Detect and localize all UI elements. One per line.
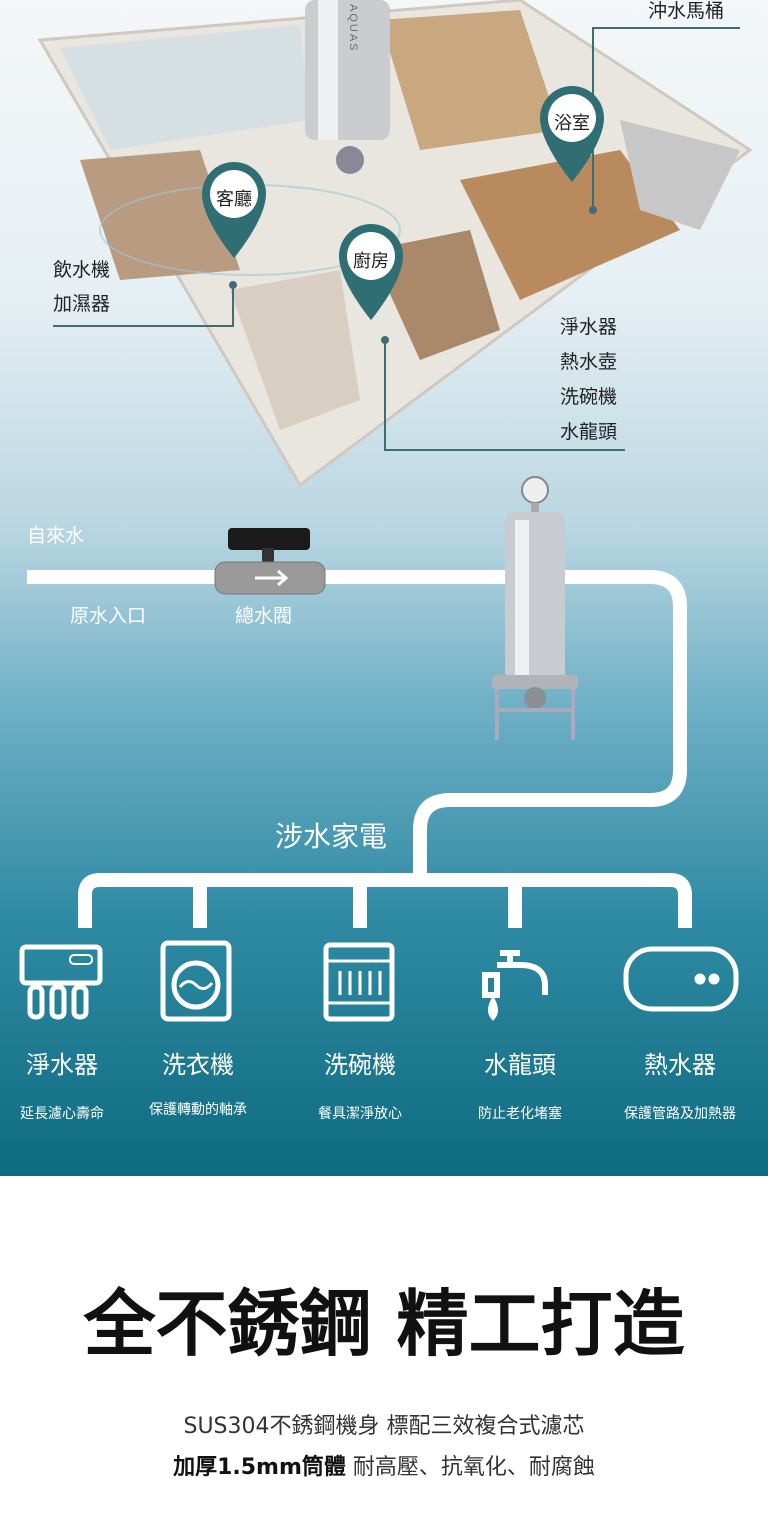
callout-purifier: 淨水器 — [560, 316, 618, 338]
callout-faucet: 水龍頭 — [560, 421, 618, 443]
appliance-name: 淨水器 — [26, 1051, 98, 1079]
pin-bathroom: 浴室 — [538, 84, 606, 184]
water-purifier-icon — [19, 944, 103, 1020]
water-heater-icon — [623, 946, 739, 1012]
faucet-icon — [482, 950, 548, 1021]
appliance-name: 水龍頭 — [484, 1051, 556, 1079]
room-label-kitchen: 廚房 — [353, 251, 389, 272]
pipe-network — [27, 476, 692, 928]
main-valve-icon — [214, 528, 326, 595]
appliance-name: 洗碗機 — [324, 1051, 396, 1079]
callout-humidifier: 加濕器 — [53, 293, 111, 315]
dishwasher-icon — [323, 942, 395, 1022]
spec-line-1: SUS304不銹鋼機身 標配三效複合式濾芯 — [183, 1414, 585, 1439]
pin-living-room: 客廳 — [200, 160, 268, 260]
appliance-benefit: 餐具潔淨放心 — [318, 1106, 402, 1122]
appliances-title: 涉水家電 — [275, 820, 388, 853]
spec-line-2: 加厚1.5mm筒體 耐高壓、抗氧化、耐腐蝕 — [0, 1449, 768, 1481]
product-brand-label: AQUAS — [347, 4, 359, 53]
callout-dishwasher: 洗碗機 — [560, 386, 618, 408]
tap-water-label: 自來水 — [27, 525, 85, 547]
callout-water-dispenser: 飲水機 — [53, 259, 111, 281]
appliance-benefit: 延長濾心壽命 — [20, 1106, 104, 1122]
inlet-label: 原水入口 — [70, 605, 147, 627]
feature-section: 全不銹鋼 精工打造 SUS304不銹鋼機身 標配三效複合式濾芯 加厚1.5mm筒… — [0, 1176, 768, 1536]
appliance-benefit: 保護管路及加熱器 — [624, 1106, 736, 1122]
appliance-benefit: 保護轉動的軸承 — [149, 1102, 247, 1118]
appliance-name: 熱水器 — [644, 1051, 716, 1079]
headline: 全不銹鋼 精工打造 — [83, 1282, 685, 1366]
appliance-icons — [19, 940, 739, 1022]
spec-benefits: 耐高壓、抗氧化、耐腐蝕 — [345, 1455, 595, 1480]
map-pin-icon — [339, 224, 403, 320]
valve-label: 總水閥 — [235, 605, 293, 627]
appliance-name: 洗衣機 — [162, 1051, 234, 1079]
map-pin-icon — [202, 162, 266, 258]
pin-kitchen: 廚房 — [337, 222, 405, 322]
spec-highlight: 加厚1.5mm筒體 — [173, 1455, 346, 1480]
map-pin-icon — [540, 86, 604, 182]
stainless-filter-housing-icon — [492, 476, 578, 740]
room-label-living: 客廳 — [216, 189, 252, 210]
room-label-bath: 浴室 — [554, 113, 590, 134]
callout-kettle: 熱水壺 — [560, 351, 618, 373]
callout-toilet: 沖水馬桶 — [648, 0, 725, 22]
washing-machine-icon — [160, 940, 232, 1022]
appliance-benefit: 防止老化堵塞 — [478, 1106, 562, 1122]
